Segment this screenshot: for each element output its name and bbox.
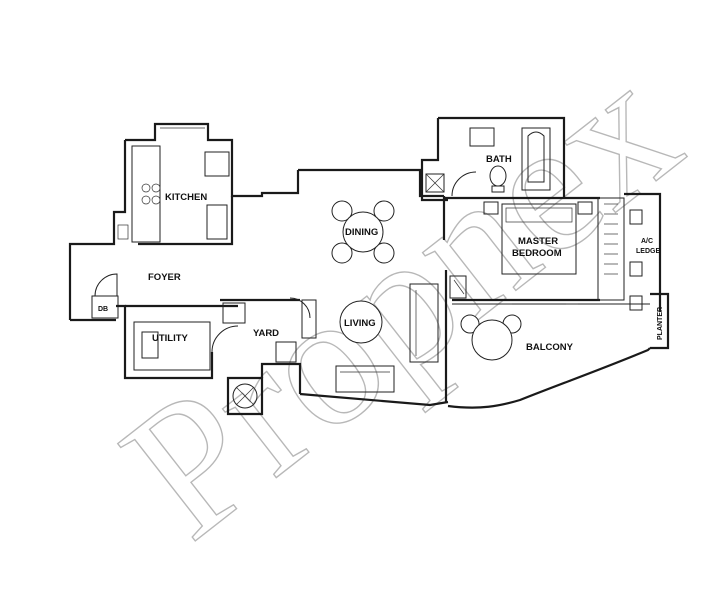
ac-label-1: A/C	[641, 238, 653, 245]
ac-label-2: LEDGE	[636, 248, 660, 255]
living-area: LIVING	[335, 283, 439, 393]
master-bedroom: MASTER BEDROOM	[444, 196, 625, 302]
yard-label: YARD	[253, 328, 279, 339]
dining-label: DINING	[345, 227, 378, 238]
utility: UTILITY	[116, 304, 239, 380]
bath: BATH	[420, 116, 566, 202]
planter-label: PLANTER	[657, 307, 664, 340]
foyer-label: FOYER	[148, 272, 181, 283]
yard: YARD	[220, 297, 317, 416]
kitchen-label: KITCHEN	[165, 192, 207, 203]
balcony-label: BALCONY	[526, 342, 574, 353]
utility-label: UTILITY	[152, 333, 189, 344]
living-dining: DINING LIVING	[298, 168, 449, 407]
wardrobe	[597, 197, 625, 301]
planter: PLANTER	[650, 292, 670, 350]
balcony: BALCONY	[447, 303, 662, 409]
living-label: LIVING	[344, 318, 376, 329]
ac-ledge: A/C LEDGE	[624, 192, 662, 312]
master-label-2: BEDROOM	[512, 248, 562, 259]
kitchen: KITCHEN	[68, 122, 300, 320]
db-label: DB	[98, 306, 108, 313]
master-label-1: MASTER	[518, 236, 558, 247]
bath-label: BATH	[486, 154, 512, 165]
dining-table: DINING	[331, 200, 395, 264]
